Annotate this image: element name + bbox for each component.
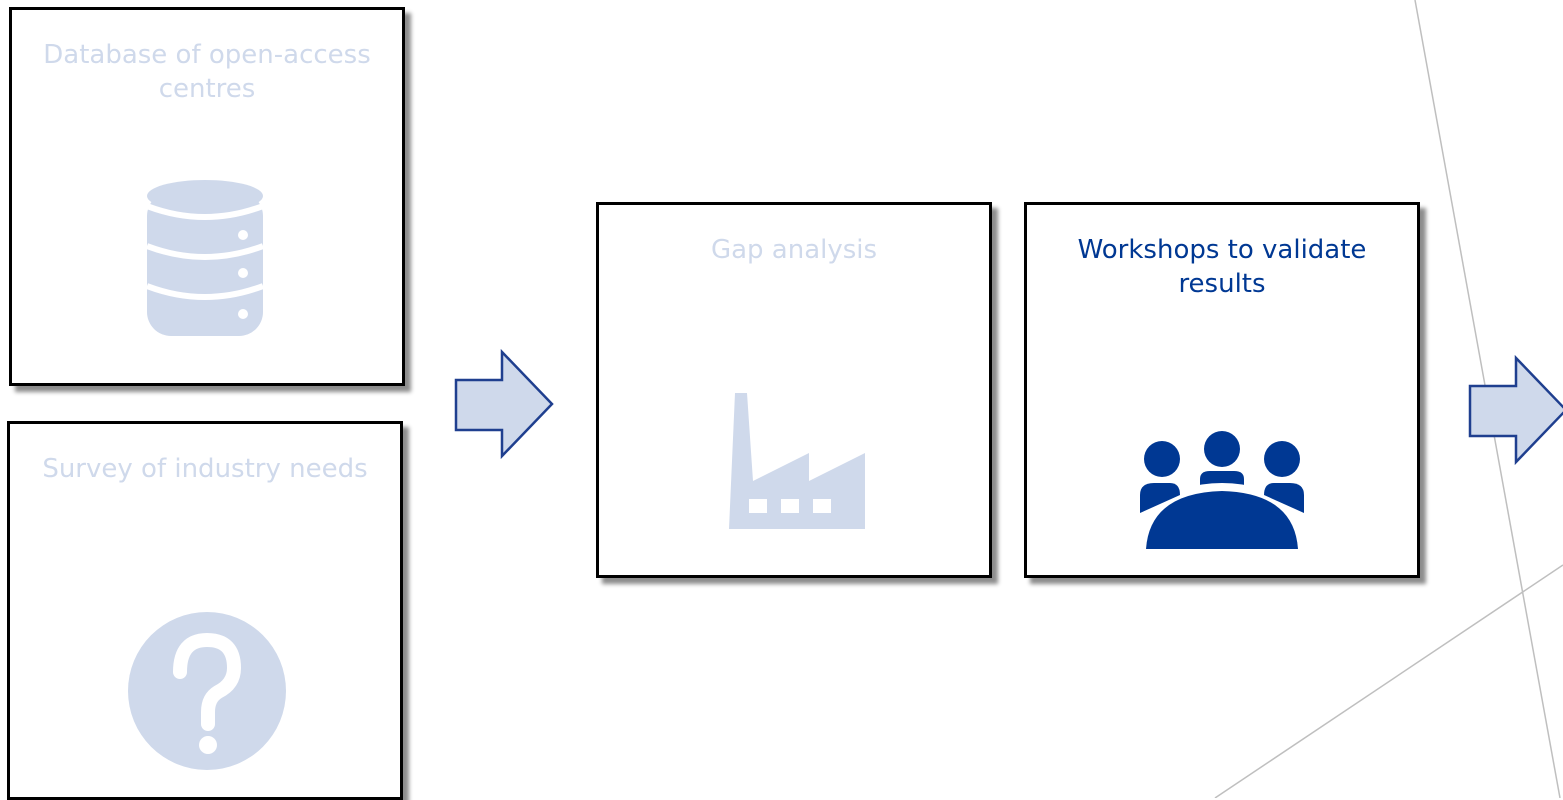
workshops-box: Workshops to validate results [1024, 202, 1420, 578]
flow-arrow-2 [1468, 354, 1563, 466]
gap-analysis-box: Gap analysis [596, 202, 992, 578]
meeting-people-icon [1140, 431, 1304, 549]
database-icon [147, 180, 263, 336]
workshops-box-title: Workshops to validate results [1077, 235, 1367, 299]
survey-box: Survey of industry needs [7, 421, 403, 800]
database-box: Database of open-access centres [9, 7, 405, 386]
flow-arrow-1 [454, 348, 554, 460]
question-mark-icon [128, 612, 286, 770]
database-box-title: Database of open-access centres [43, 40, 371, 104]
gap-analysis-box-title: Gap analysis [710, 235, 878, 265]
factory-icon [729, 393, 867, 531]
survey-box-title: Survey of industry needs [42, 454, 368, 484]
